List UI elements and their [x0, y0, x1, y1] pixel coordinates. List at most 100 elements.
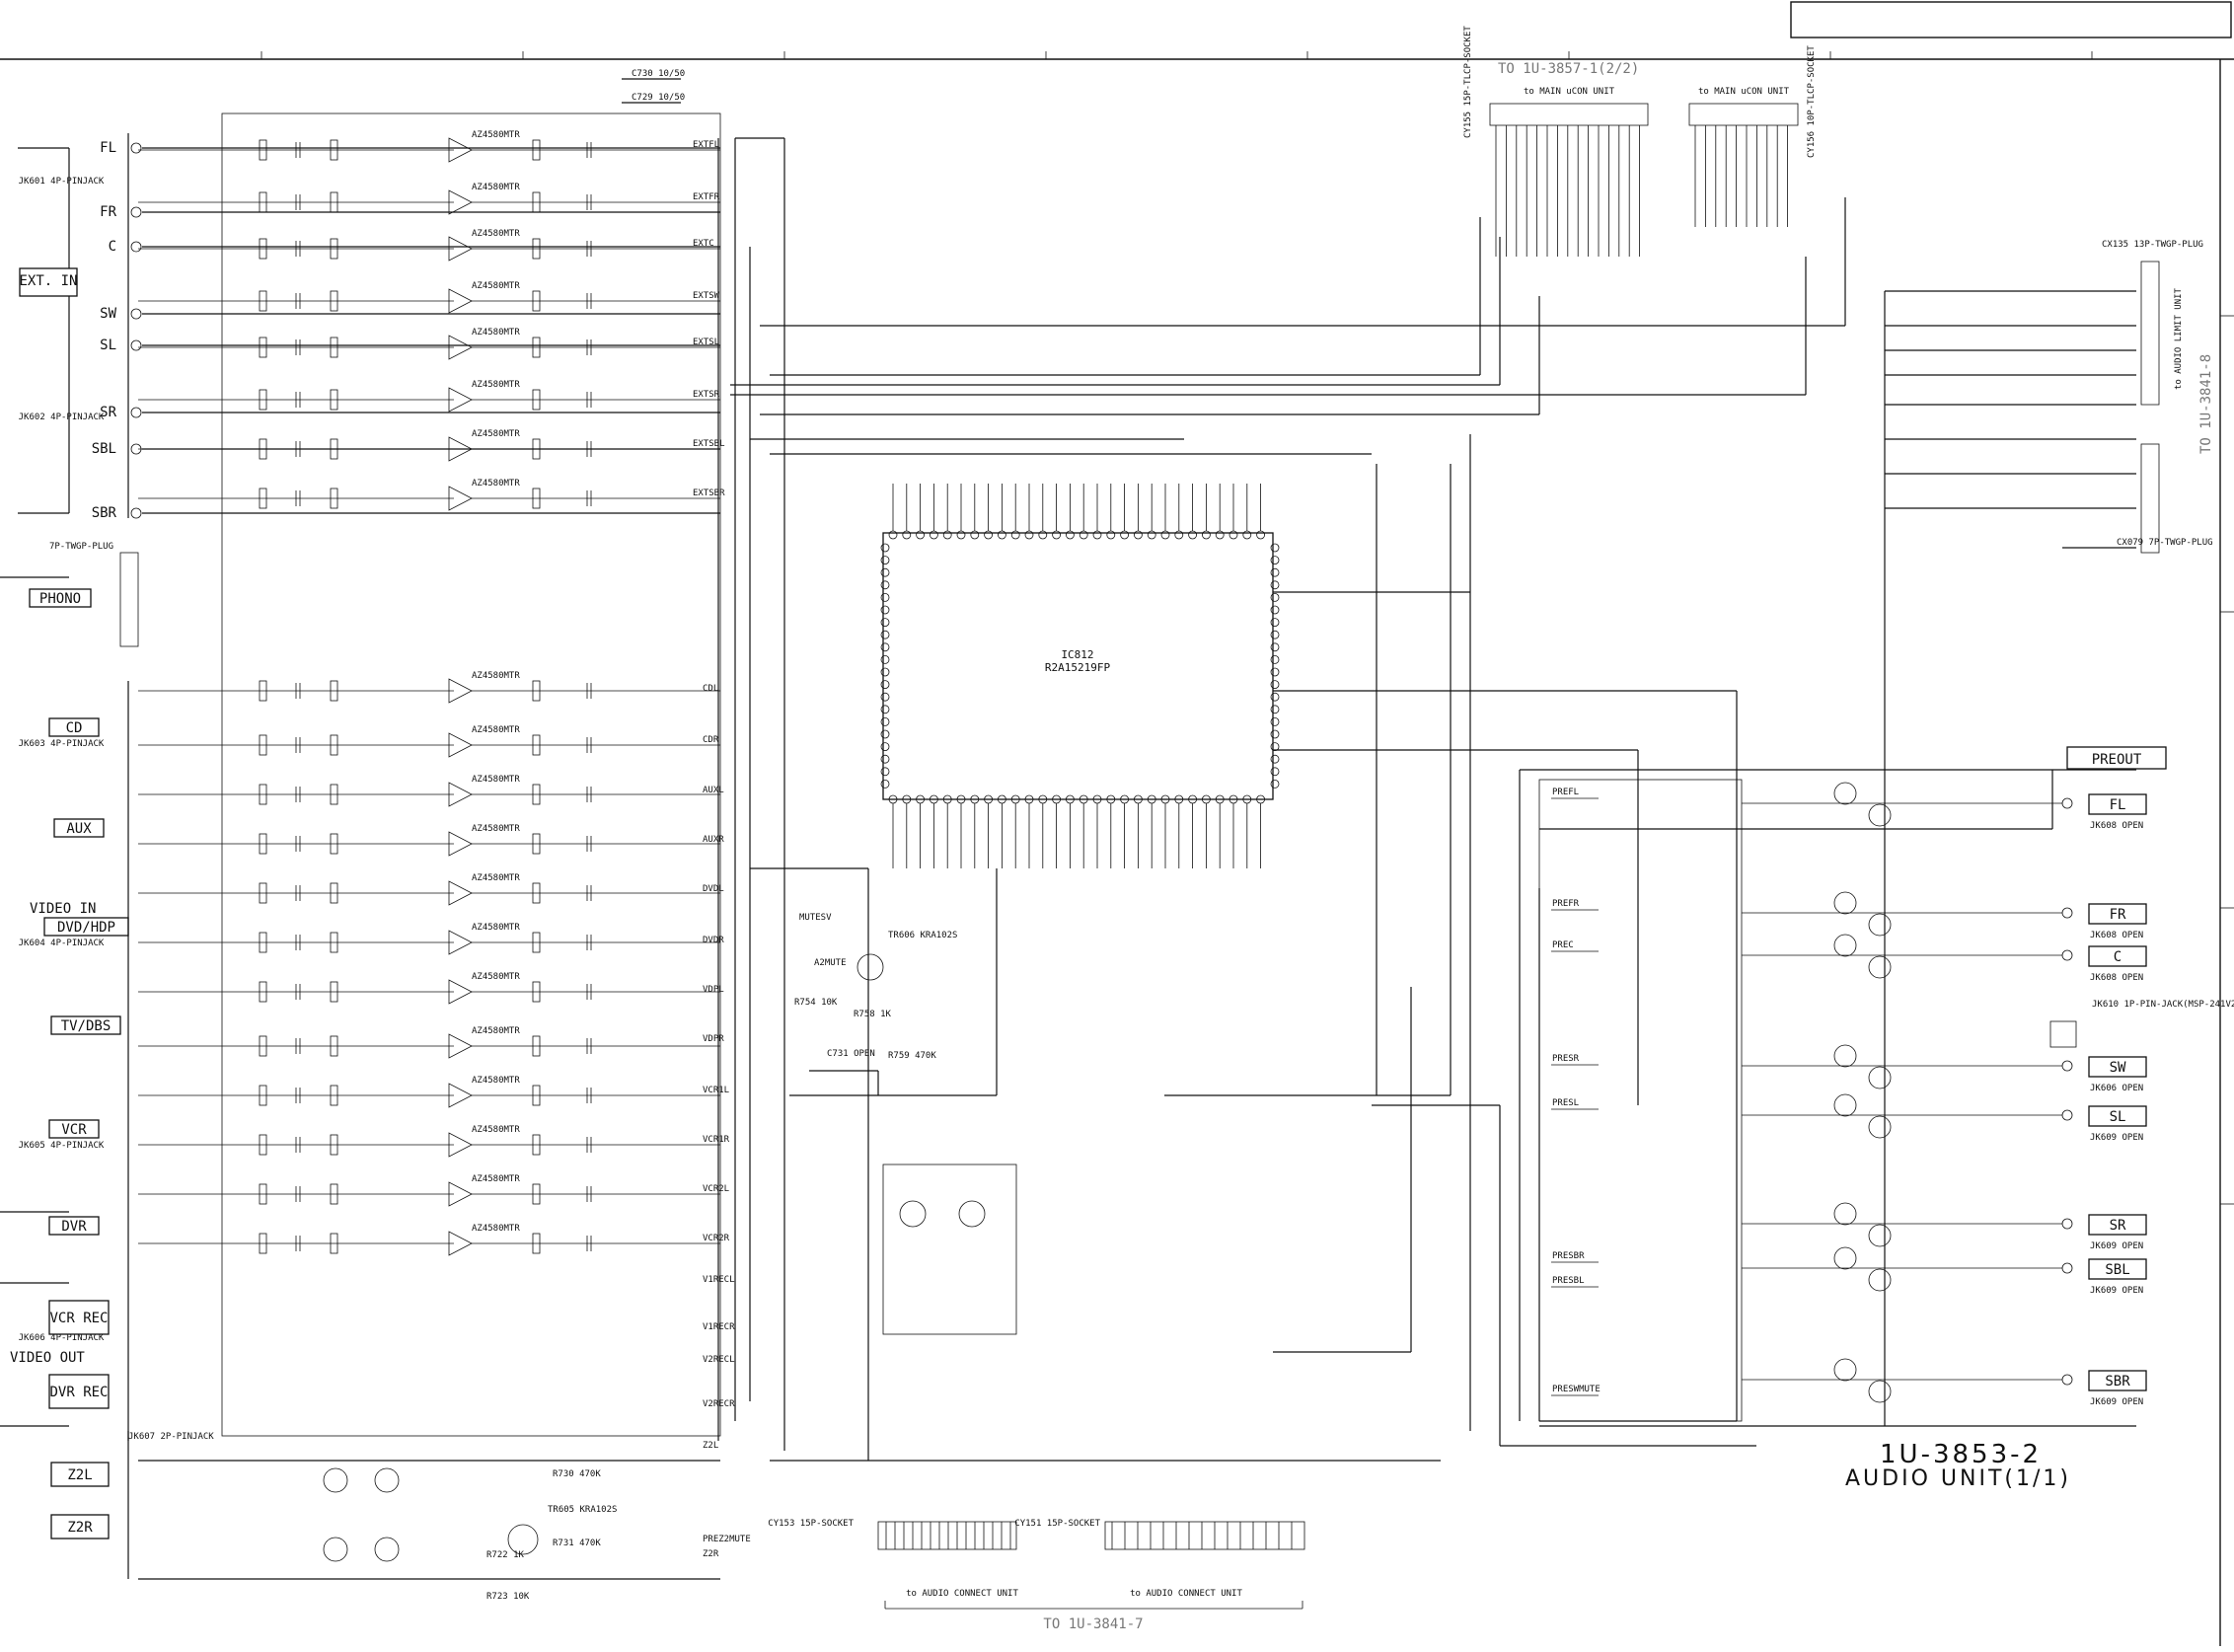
ic812-right-pin — [1270, 680, 1280, 689]
opamp-stage-8: AZ4580MTR — [138, 479, 720, 511]
ic812-left-pin — [880, 754, 890, 764]
cx135-label: CX135 13P-TWGP-PLUG — [2102, 240, 2203, 250]
top-connectors: TO 1U-3857-1(2/2) to MAIN uCON UNIT to M… — [1463, 26, 1817, 257]
opamp-part-label: AZ4580MTR — [472, 479, 520, 488]
stage-resistor-b — [330, 1085, 338, 1106]
input-box-tv-dbs — [50, 1015, 121, 1035]
input-jack-column: 7P-TWGP-PLUG JK601 4P-PINJACK JK602 4P-P… — [19, 133, 214, 1579]
net-prefl: PREFL — [1552, 788, 1579, 797]
opamp-triangle — [448, 1181, 473, 1207]
input-label-cd: CD — [66, 720, 83, 736]
cy151-connector — [1104, 1521, 1305, 1550]
stage-output-resistor — [532, 833, 541, 855]
net-extsbr: EXTSBR — [693, 488, 725, 498]
preout-sbl-jack-label: JK609 OPEN — [2090, 1286, 2143, 1296]
preout-sbr-label: SBR — [2105, 1374, 2130, 1389]
ext-in-sr-label: SR — [100, 405, 116, 420]
ext-in-c-jack — [130, 241, 142, 253]
preout-label: PREOUT — [2092, 752, 2142, 768]
stage-resistor — [259, 290, 267, 312]
ic812-left-pin — [880, 593, 890, 602]
opamp-triangle — [448, 678, 473, 704]
net-extsbl: EXTSBL — [693, 439, 725, 449]
stage-resistor — [259, 833, 267, 855]
preout-mute-transistor — [1833, 934, 1857, 957]
bottom-connector-label: TO 1U-3841-7 — [1043, 1616, 1143, 1632]
stage-output-resistor — [532, 337, 541, 358]
opamp-stage-12: AZ4580MTR — [138, 824, 720, 857]
opamp-stage-3: AZ4580MTR — [138, 229, 720, 262]
input-label-z2r: Z2R — [67, 1520, 93, 1536]
tr606-label: TR606 KRA102S — [888, 931, 957, 940]
preout-mute-transistor — [1833, 1093, 1857, 1117]
ic812-body — [882, 532, 1274, 800]
r759-label: R759 470K — [888, 1051, 936, 1061]
preout-sw-label: SW — [2110, 1060, 2126, 1076]
preout-sbr-jack — [2061, 1374, 2073, 1386]
preout-sr-jack-label: JK609 OPEN — [2090, 1241, 2143, 1251]
c731-label: C731 OPEN — [827, 1049, 875, 1059]
stage-output-resistor — [532, 1134, 541, 1156]
opamp-buffer-stages: AZ4580MTR AZ4580MTR AZ4580MTR AZ4580MTR AZ45… — [138, 130, 720, 1256]
audio-limit-connector: CX135 13P-TWGP-PLUG CX079 7P-TWGP-PLUG t… — [2102, 240, 2214, 554]
ic812-left-pin — [880, 618, 890, 627]
source-input-nets: CDLCDRAUXLAUXRDVDLDVDRVDPLVDPRVCR1LVCR1R… — [703, 684, 751, 1559]
input-label-z2l: Z2L — [67, 1467, 92, 1483]
stage-resistor — [259, 882, 267, 904]
ext-in-sbr-label: SBR — [92, 505, 117, 521]
ic812-left-pin — [880, 692, 890, 702]
opamp-triangle — [448, 1033, 473, 1059]
ext-in-sbr-jack — [130, 507, 142, 519]
preout-mute-transistor — [1833, 782, 1857, 805]
preout-sbl-label: SBL — [2105, 1262, 2129, 1278]
input-label-vcr: VCR — [61, 1122, 87, 1138]
ic812-left-pin — [880, 680, 890, 689]
opamp-stage-10: AZ4580MTR — [138, 725, 720, 758]
input-box-dvr-rec — [48, 1374, 110, 1409]
net-auxr: AUXR — [703, 835, 724, 845]
input-label-vcr-rec: VCR REC — [49, 1311, 108, 1326]
ic812-right-pin — [1270, 556, 1280, 564]
opamp-stage-19: AZ4580MTR — [138, 1174, 720, 1207]
opamp-part-label: AZ4580MTR — [472, 775, 520, 785]
preout-fr-box — [2088, 903, 2147, 925]
preout-mute-transistor-b — [1868, 1224, 1892, 1247]
opamp-stage-2: AZ4580MTR — [138, 183, 720, 215]
cx079-connector — [2140, 443, 2160, 554]
jk605-label: JK605 4P-PINJACK — [19, 1141, 105, 1151]
preout-fl-label: FL — [2110, 797, 2126, 813]
preout-sl-jack — [2061, 1109, 2073, 1121]
net-extfl: EXTFL — [693, 140, 719, 150]
stage-output-resistor — [532, 488, 541, 509]
tr605-label: TR605 KRA102S — [548, 1505, 617, 1515]
net-vcr1r: VCR1R — [703, 1135, 730, 1145]
opamp-part-label: AZ4580MTR — [472, 380, 520, 390]
stage-resistor — [259, 981, 267, 1003]
ic812-right-pin — [1270, 729, 1280, 739]
ic812-left-pin — [880, 630, 890, 639]
net-presr: PRESR — [1552, 1054, 1580, 1064]
ext-in-sl-label: SL — [100, 338, 116, 353]
stage-resistor-b — [330, 932, 338, 953]
stage-resistor-b — [330, 734, 338, 756]
phono-connector-label: 7P-TWGP-PLUG — [49, 542, 113, 552]
opamp-part-label: AZ4580MTR — [472, 328, 520, 338]
stage-resistor-b — [330, 139, 338, 161]
preout-c-label: C — [2114, 949, 2122, 965]
preout-fl-jack-label: JK608 OPEN — [2090, 821, 2143, 831]
opamp-triangle — [448, 436, 473, 462]
opamp-part-label: AZ4580MTR — [472, 1174, 520, 1184]
ext-in-sr-jack — [130, 407, 142, 418]
opamp-part-label: AZ4580MTR — [472, 229, 520, 239]
ic812-left-pin — [880, 543, 890, 553]
preout-sr-jack — [2061, 1218, 2073, 1230]
jk610-jack — [2049, 1020, 2077, 1048]
opamp-part-label: AZ4580MTR — [472, 923, 520, 933]
ic812-left-pin — [880, 667, 890, 677]
cy156-connector — [1688, 103, 1799, 126]
stage-resistor — [259, 438, 267, 460]
stage-output-resistor — [532, 1035, 541, 1057]
